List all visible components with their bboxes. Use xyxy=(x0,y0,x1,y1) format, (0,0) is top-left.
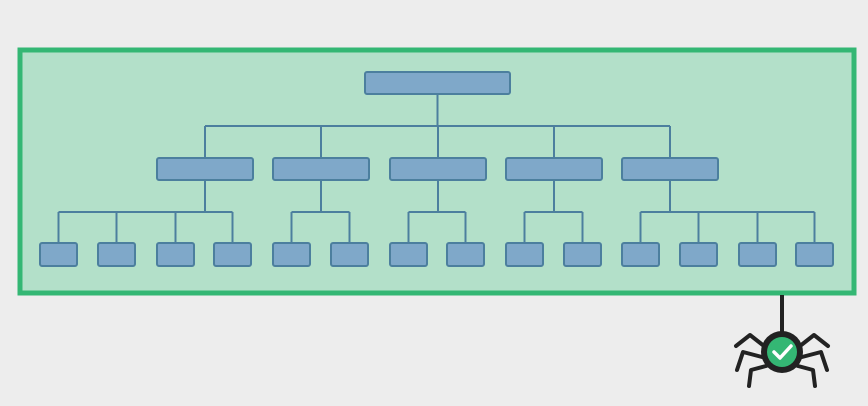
page-node xyxy=(446,242,485,267)
page-node xyxy=(679,242,718,267)
page-node xyxy=(39,242,78,267)
section-node xyxy=(505,157,603,181)
connector-lines xyxy=(57,94,816,243)
section-node xyxy=(156,157,254,181)
page-node xyxy=(156,242,195,267)
page-node xyxy=(272,242,311,267)
page-node xyxy=(213,242,252,267)
page-node xyxy=(621,242,660,267)
page-node xyxy=(738,242,777,267)
check-icon xyxy=(772,344,793,360)
spider-check-icon xyxy=(734,295,830,388)
check-badge xyxy=(767,337,797,367)
page-node xyxy=(389,242,428,267)
section-node xyxy=(272,157,370,181)
page-node xyxy=(97,242,136,267)
section-node xyxy=(621,157,719,181)
root-node xyxy=(364,71,511,95)
page-node xyxy=(330,242,369,267)
page-node xyxy=(795,242,834,267)
page-node xyxy=(505,242,544,267)
section-node xyxy=(389,157,487,181)
node-group xyxy=(39,71,834,267)
page-node xyxy=(563,242,602,267)
